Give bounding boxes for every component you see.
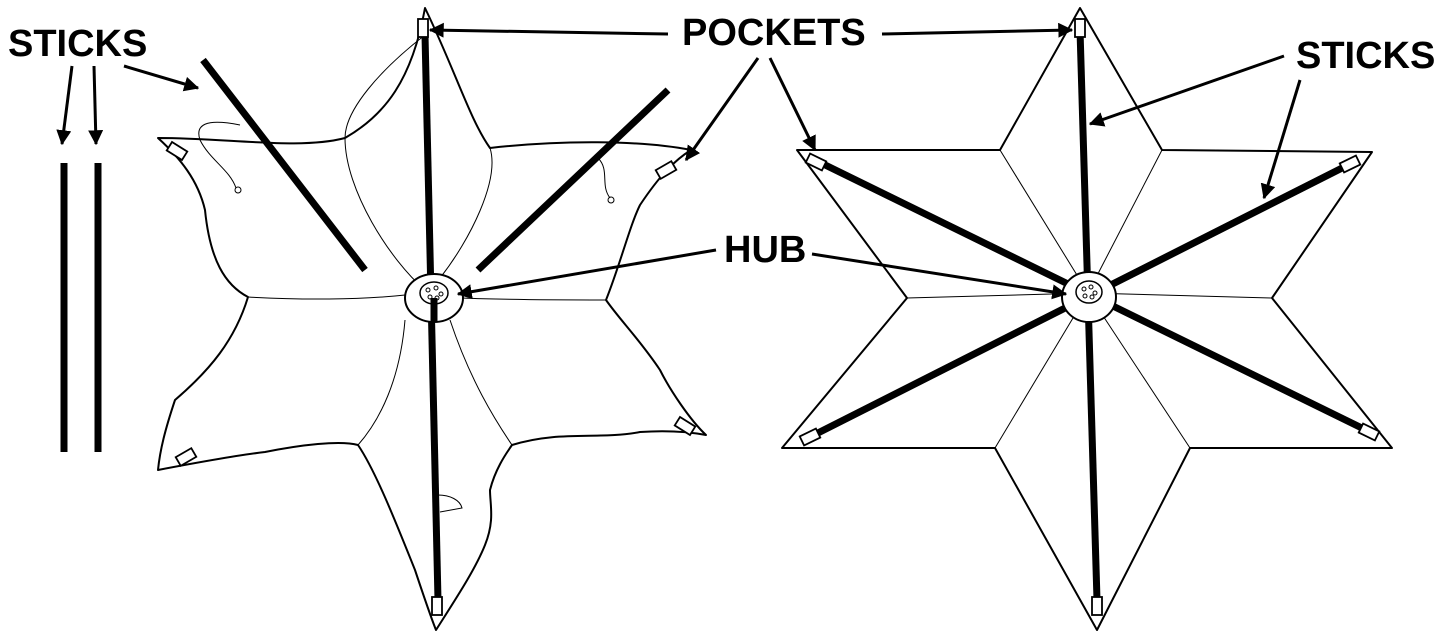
kite-pocket-ur xyxy=(1338,154,1362,174)
loose-sail-outline xyxy=(157,7,707,631)
loose-stick-4 xyxy=(475,87,671,273)
label-sticks-left: STICKS xyxy=(8,23,147,65)
leader-arrows xyxy=(56,22,1302,300)
arrow-pockets-to-left-top xyxy=(428,22,669,38)
label-sticks-right: STICKS xyxy=(1296,35,1435,77)
loose-stick-3 xyxy=(200,57,368,273)
loose-seam-lr xyxy=(449,319,513,446)
kite-hub-icon xyxy=(1075,280,1103,304)
loose-pocket-bottom xyxy=(431,596,443,616)
kite-pocket-ll xyxy=(798,427,822,447)
kite-pocket-bottom xyxy=(1091,596,1103,616)
arrow-pockets-to-right-top xyxy=(881,22,1074,38)
kite-pocket-top xyxy=(1074,18,1086,38)
arrow-hub-to-right-hub xyxy=(811,252,1068,300)
loose-pocket-lr xyxy=(673,415,697,437)
arrow-hub-to-left-hub xyxy=(456,248,717,300)
thread-left-end xyxy=(234,186,242,194)
arrow-pockets-to-right-ul xyxy=(768,57,817,152)
loose-seam-r xyxy=(461,297,607,301)
arrow-pockets-to-left-ur xyxy=(684,57,760,162)
arrow-sticks-to-vertical xyxy=(1088,54,1285,127)
arrow-sticks-to-diagonal xyxy=(1260,79,1302,200)
loose-pocket-top xyxy=(417,18,429,38)
assembled-kite-outline xyxy=(781,7,1393,631)
loose-seam-ll xyxy=(357,319,406,446)
arrow-sticks-to-stick-1 xyxy=(56,65,74,146)
loose-pocket-ur xyxy=(654,159,678,181)
loose-sail-group xyxy=(60,7,707,631)
loose-seam-ur xyxy=(439,147,493,279)
thread-right-end xyxy=(607,196,615,204)
arrow-sticks-to-stick-3 xyxy=(123,64,200,92)
kite-pocket-lr xyxy=(1357,422,1381,442)
loose-seam-ul xyxy=(344,34,426,291)
assembled-kite-group xyxy=(781,7,1393,631)
label-pockets: POCKETS xyxy=(682,12,866,54)
loose-pocket-ll xyxy=(174,446,198,468)
thread-right xyxy=(597,157,611,199)
kite-pocket-ul xyxy=(804,152,828,172)
thread-bottom xyxy=(437,494,463,513)
label-hub: HUB xyxy=(724,229,806,271)
arrow-sticks-to-stick-2 xyxy=(88,65,104,146)
loose-seam-l xyxy=(247,294,406,300)
loose-pocket-ul xyxy=(165,140,189,162)
thread-left xyxy=(198,121,241,189)
